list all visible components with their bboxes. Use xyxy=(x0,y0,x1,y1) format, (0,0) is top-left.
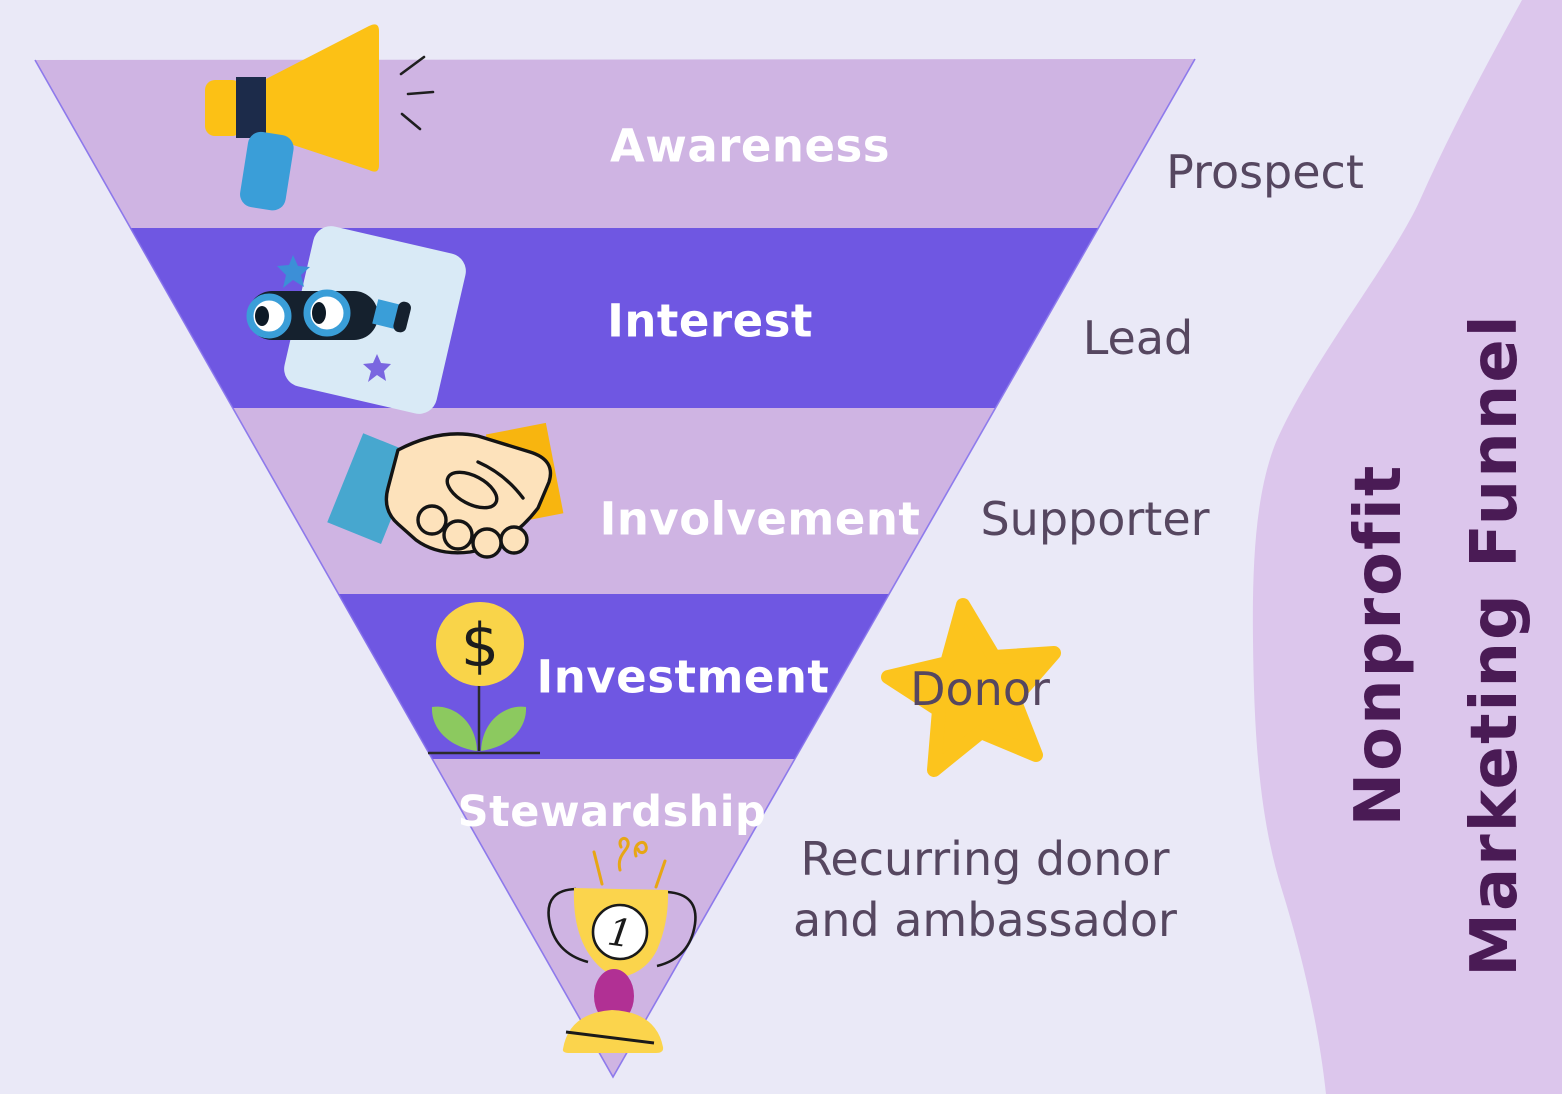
stage-label-involvement: Involvement xyxy=(599,492,921,546)
star-icon xyxy=(881,598,1061,777)
outcome-label-supporter: Supporter xyxy=(980,492,1210,546)
money-plant-icon: $ xyxy=(428,602,540,755)
page-title-line-2: Marketing Funnel xyxy=(1458,313,1532,977)
outcome-label-stewardship: Recurring donor and ambassador xyxy=(793,829,1177,951)
stage-label-stewardship: Stewardship xyxy=(457,787,767,837)
stage-label-awareness: Awareness xyxy=(609,119,891,173)
funnel-edge-outline xyxy=(34,58,1196,1079)
handshake-icon xyxy=(327,422,564,559)
stage-label-interest: Interest xyxy=(607,294,813,348)
outcome-line-1: Recurring donor xyxy=(800,832,1170,886)
confetti-icon xyxy=(592,836,667,889)
trophy-icon: 1 xyxy=(547,836,697,1053)
binoculars-icon xyxy=(246,226,466,414)
outcome-label-donor: Donor xyxy=(910,662,1050,716)
dollar-sign: $ xyxy=(461,611,499,681)
megaphone-icon xyxy=(205,24,435,211)
sound-lines-icon xyxy=(399,55,435,131)
star-purple-icon xyxy=(363,354,391,382)
medal-icon xyxy=(591,903,649,961)
star-blue-icon xyxy=(277,255,310,288)
side-panel-wave xyxy=(1252,0,1562,1094)
stage-label-investment: Investment xyxy=(536,650,830,704)
outcome-label-lead: Lead xyxy=(1082,311,1194,365)
outcome-line-2: and ambassador xyxy=(793,893,1177,947)
page-title-line-1: Nonprofit xyxy=(1342,463,1416,827)
page-title: Nonprofit Marketing Funnel xyxy=(1321,45,1553,1094)
outcome-label-prospect: Prospect xyxy=(1166,145,1364,199)
